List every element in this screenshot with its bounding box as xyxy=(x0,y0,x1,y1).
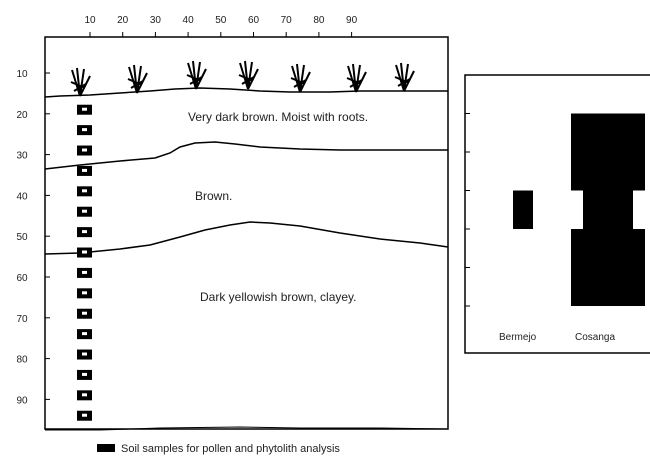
bottom-boundary xyxy=(45,426,449,431)
top-tick-label: 40 xyxy=(183,15,195,26)
sample-column xyxy=(77,104,92,421)
plant-icon xyxy=(127,64,148,94)
sample-marker-hole xyxy=(82,250,87,254)
depth-tick-label: 10 xyxy=(16,69,28,80)
depth-tick-label: 60 xyxy=(16,273,28,284)
depth-tick-label: 30 xyxy=(16,151,28,162)
layer-label-3: Dark yellowish brown, clayey. xyxy=(200,290,357,304)
plant-icon xyxy=(290,63,311,93)
sample-marker-hole xyxy=(82,393,87,397)
plant-icon xyxy=(70,67,91,97)
depth-tick-label: 70 xyxy=(16,314,28,325)
sample-marker-hole xyxy=(82,148,87,152)
sample-marker-hole xyxy=(82,189,87,193)
top-tick-label: 80 xyxy=(313,15,325,26)
top-tick-label: 20 xyxy=(117,15,129,26)
plant-row xyxy=(70,60,415,97)
horizon-boundary-surface xyxy=(44,87,448,98)
plant-icon xyxy=(394,62,415,92)
top-axis: 10 20 30 40 50 60 70 80 90 xyxy=(84,15,358,37)
side-chart-axis xyxy=(465,113,470,307)
sample-marker-hole xyxy=(82,352,87,356)
side-chart-category-1: Cosanga xyxy=(575,332,615,343)
layer-label-2: Brown. xyxy=(195,189,232,203)
plant-icon xyxy=(238,60,259,90)
bar-cosanga xyxy=(571,113,645,191)
side-chart-bars xyxy=(513,113,645,306)
legend-swatch xyxy=(97,444,115,452)
side-chart-category-0: Bermejo xyxy=(499,332,537,343)
sample-marker-hole xyxy=(82,291,87,295)
side-chart-frame xyxy=(464,74,650,354)
profile-frame xyxy=(44,36,449,430)
depth-tick-label: 40 xyxy=(16,191,28,202)
sample-marker-hole xyxy=(82,128,87,132)
top-tick-label: 90 xyxy=(346,15,358,26)
depth-axis: 10 20 30 40 50 60 70 80 90 xyxy=(16,69,50,406)
sample-marker-hole xyxy=(82,311,87,315)
top-tick-label: 50 xyxy=(215,15,227,26)
plant-icon xyxy=(186,60,207,90)
sample-marker-hole xyxy=(82,270,87,274)
horizon-boundary-2 xyxy=(44,221,449,255)
top-tick-label: 70 xyxy=(281,15,293,26)
sample-marker-hole xyxy=(82,372,87,376)
depth-tick-label: 20 xyxy=(16,110,28,121)
bar-cosanga xyxy=(583,190,633,229)
plant-icon xyxy=(346,63,367,93)
layer-label-1: Very dark brown. Moist with roots. xyxy=(188,110,368,124)
sample-marker-hole xyxy=(82,209,87,213)
top-tick-label: 10 xyxy=(84,15,96,26)
sample-marker-hole xyxy=(82,107,87,111)
bar-bermejo xyxy=(513,190,533,229)
depth-tick-label: 90 xyxy=(16,395,28,406)
horizon-boundary-1 xyxy=(44,141,448,170)
depth-tick-label: 50 xyxy=(16,232,28,243)
sample-marker-hole xyxy=(82,230,87,234)
top-tick-label: 60 xyxy=(248,15,260,26)
depth-tick-label: 80 xyxy=(16,355,28,366)
sample-marker-hole xyxy=(82,332,87,336)
sample-marker-hole xyxy=(82,413,87,417)
legend-text: Soil samples for pollen and phytolith an… xyxy=(121,443,340,455)
top-tick-label: 30 xyxy=(150,15,162,26)
bar-cosanga xyxy=(571,229,645,306)
sample-marker-hole xyxy=(82,168,87,172)
